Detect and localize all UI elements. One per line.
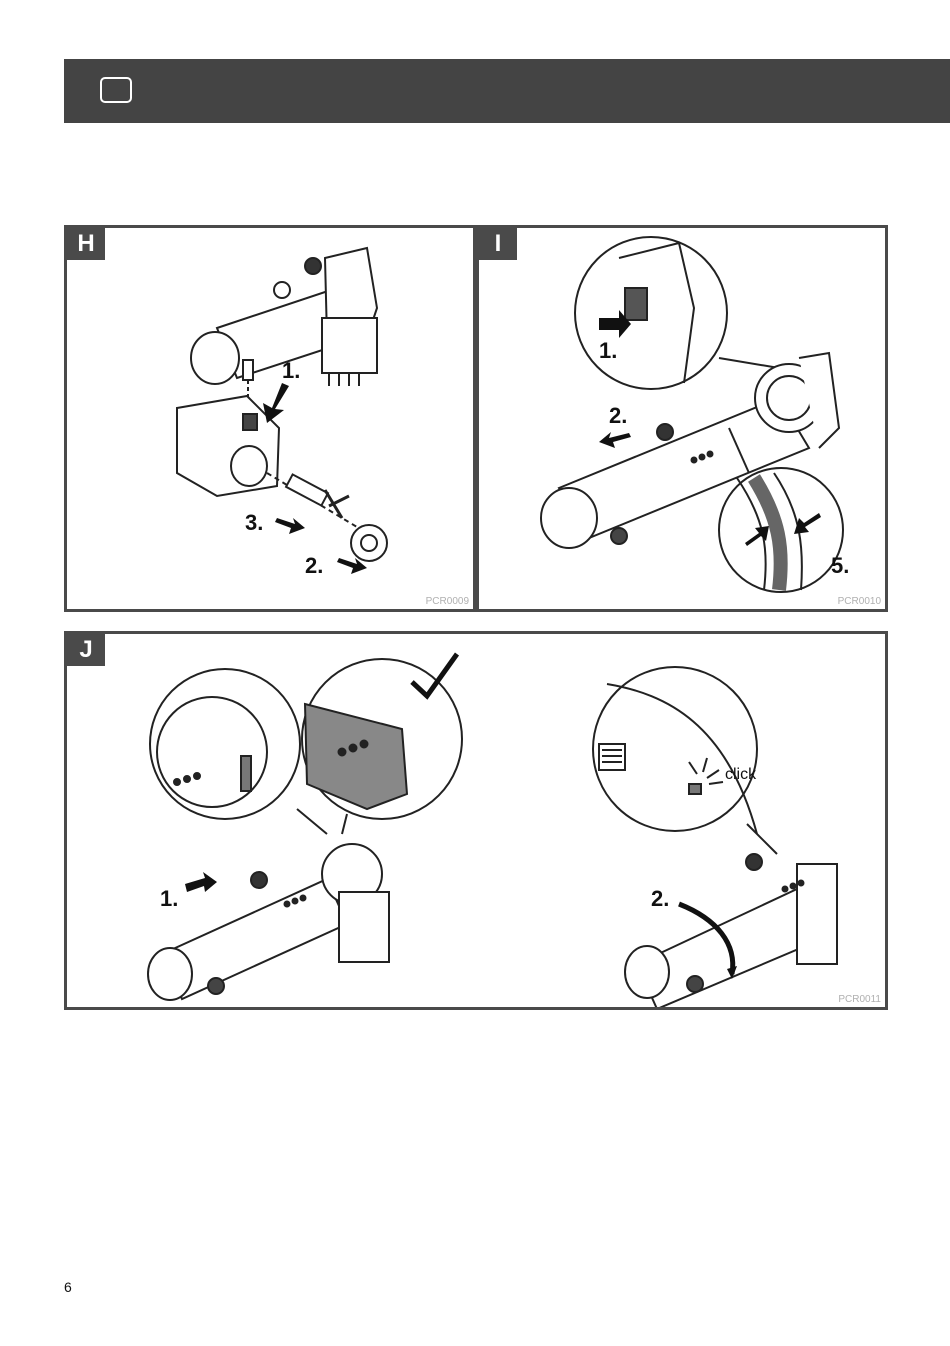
panel-i-illustration: 1. 2. 5.: [540, 236, 849, 593]
panel-j: 1. 2. click J PCR0011: [64, 631, 888, 1010]
arrow-down-icon: [263, 383, 289, 423]
panel-code: PCR0011: [838, 994, 881, 1005]
step-label: 3.: [245, 510, 263, 535]
arrow-right-icon: [185, 872, 217, 892]
arrow-icon: [794, 513, 821, 534]
step-label: 1.: [160, 886, 178, 911]
arrow-left-icon: [599, 432, 631, 448]
arrow-right-icon: [275, 518, 305, 534]
arrow-down-icon: [727, 966, 737, 979]
step-label: 2.: [651, 886, 669, 911]
arrow-right-icon: [599, 310, 631, 338]
panel-h-illustration: 1. 2. 3.: [176, 246, 388, 578]
panel-code: PCR0009: [425, 596, 469, 607]
panel-letter: I: [479, 228, 517, 260]
click-label: click: [725, 766, 757, 783]
step-label: 5.: [831, 553, 849, 578]
header-bar: [64, 59, 950, 123]
step-label: 1.: [282, 358, 300, 383]
page-number: 6: [64, 1279, 72, 1295]
square-outline-icon: [100, 77, 132, 103]
step-label: 1.: [599, 338, 617, 363]
panel-i: 1. 2. 5. I PCR0010: [476, 225, 888, 612]
panel-letter: J: [67, 634, 105, 666]
panel-letter: H: [67, 228, 105, 260]
arrow-right-icon: [337, 558, 367, 574]
arrow-icon: [745, 526, 769, 546]
step-label: 2.: [609, 403, 627, 428]
step-label: 2.: [305, 553, 323, 578]
panel-j-illustration: 1. 2. click: [147, 652, 838, 1007]
panel-code: PCR0010: [837, 596, 881, 607]
panel-h: 1. 2. 3. H PCR0009: [64, 225, 476, 612]
check-mark-icon: [410, 652, 460, 700]
